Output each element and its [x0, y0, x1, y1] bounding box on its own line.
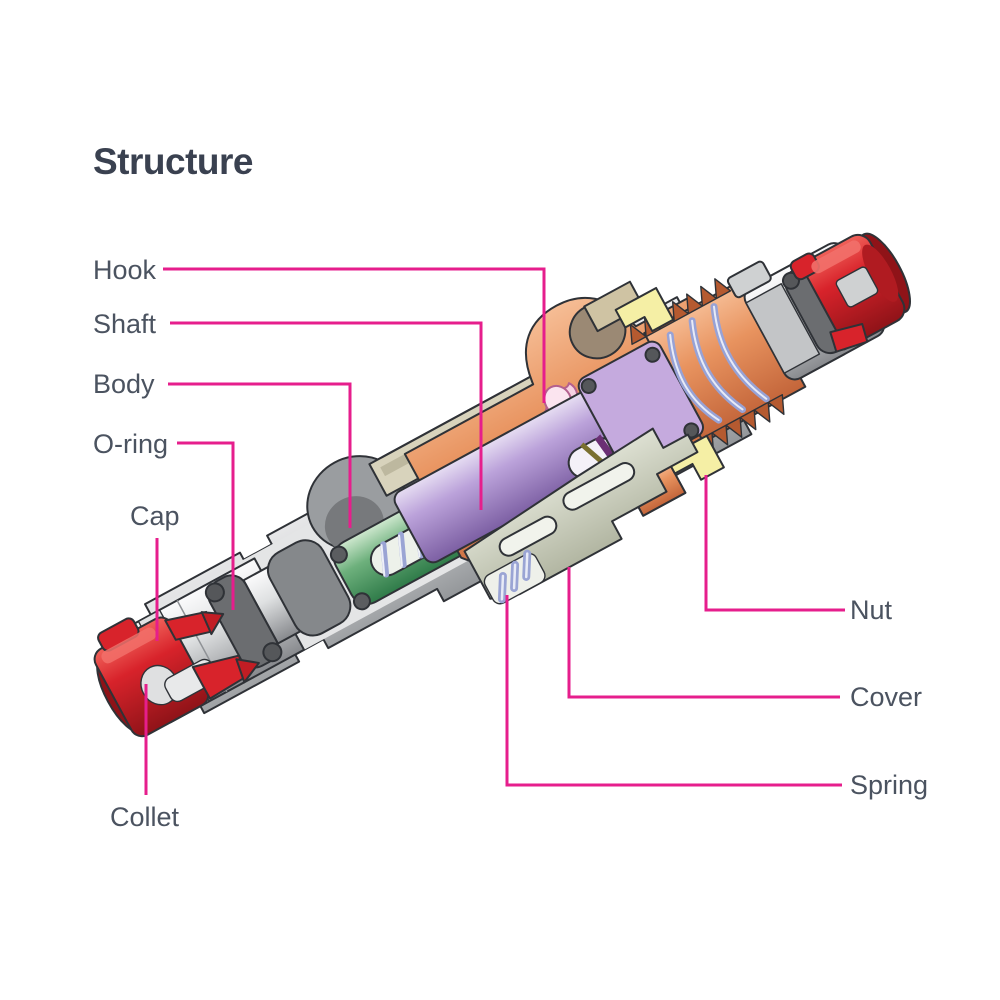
- collet-graphic: [93, 610, 260, 738]
- leader-cover: [567, 567, 840, 699]
- coupling-assembly: [93, 232, 911, 738]
- nut-graphic: [665, 434, 725, 481]
- top-port-cluster: [568, 280, 675, 360]
- elbow-band-graphic: [266, 539, 352, 637]
- label-cap: Cap: [130, 501, 180, 531]
- label-spring: Spring: [850, 770, 929, 800]
- spring-graphic: [497, 549, 532, 604]
- label-oring: O-ring: [93, 429, 169, 459]
- label-shaft: Shaft: [93, 309, 157, 339]
- leader-shaft: [170, 321, 483, 510]
- label-cover: Cover: [850, 682, 923, 712]
- label-hook: Hook: [93, 255, 157, 285]
- page-title: Structure: [93, 141, 253, 182]
- end-cap-right-graphic: [789, 232, 911, 353]
- label-collet: Collet: [110, 802, 180, 832]
- leader-spring: [505, 595, 842, 787]
- leader-body: [168, 382, 352, 528]
- nut-top-yellow: [614, 286, 675, 333]
- leader-hook: [163, 267, 546, 403]
- cover-graphic: [463, 427, 699, 605]
- oring-graphic: [204, 574, 283, 669]
- leader-oring: [177, 441, 235, 610]
- coil-spring-graphic: [666, 303, 770, 424]
- leader-nut: [704, 475, 845, 612]
- label-body: Body: [93, 369, 155, 399]
- label-nut: Nut: [850, 595, 893, 625]
